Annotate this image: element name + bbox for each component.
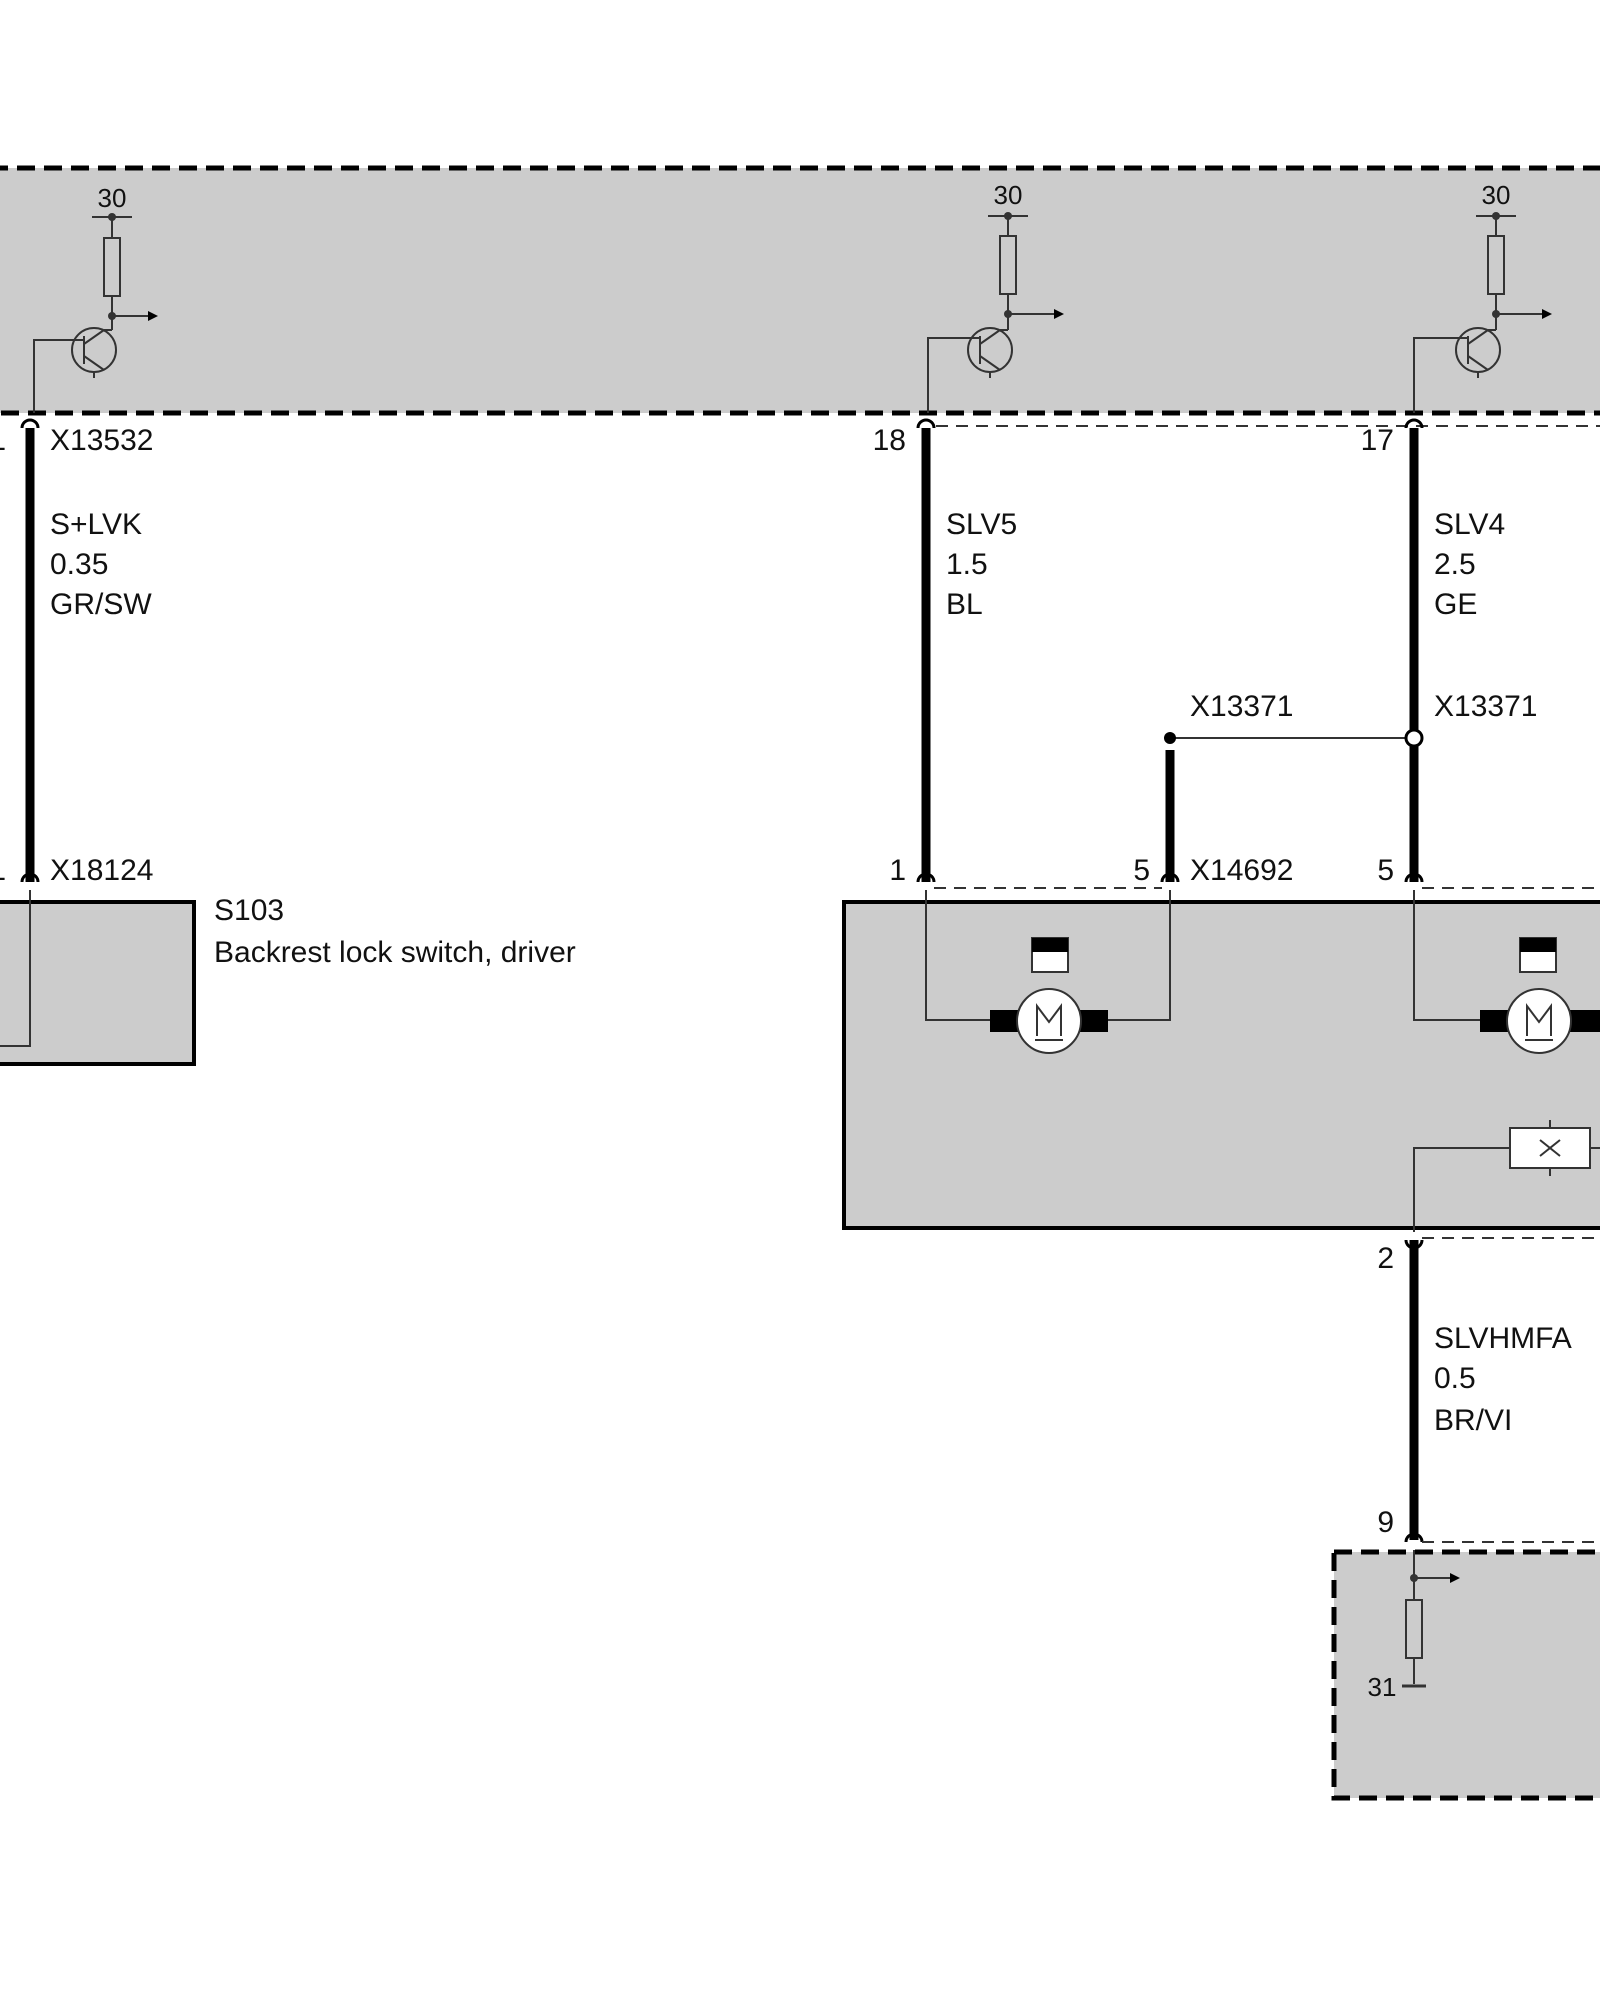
driver-stage-right: 30 <box>1413 180 1552 413</box>
splice-left-dot <box>1164 732 1176 744</box>
terminal-30-label: 30 <box>1482 180 1511 210</box>
hall-sensor-icon <box>1413 1120 1600 1232</box>
wire-bottom-color: BR/VI <box>1434 1404 1512 1437</box>
pin-motor-out: 2 <box>1377 1242 1394 1275</box>
pin-top-left: 1 <box>0 424 6 457</box>
connector-switch: X18124 <box>50 854 153 887</box>
pin-top-middle: 18 <box>873 424 906 457</box>
wire-bottom-name: SLVHMFA <box>1434 1322 1572 1355</box>
terminal-31-label: 31 <box>1368 1672 1397 1702</box>
wire-middle-name: SLV5 <box>946 508 1017 541</box>
terminal-30-label: 30 <box>98 183 127 213</box>
motor-icon <box>1016 988 1082 1054</box>
position-sensor-icon <box>1031 937 1069 973</box>
motor-right <box>1413 890 1600 1054</box>
transistor-icon <box>967 327 1013 378</box>
wire-left-gauge: 0.35 <box>50 548 108 581</box>
motor-icon <box>1506 988 1572 1054</box>
pin-motor-a: 1 <box>889 854 906 887</box>
control-module-box <box>0 165 1600 416</box>
wire-right-name: SLV4 <box>1434 508 1505 541</box>
splice-right-dot <box>1404 728 1424 748</box>
pin-lower-module: 9 <box>1377 1506 1394 1539</box>
pin-motor-c: 5 <box>1377 854 1394 887</box>
switch-box <box>0 900 196 1066</box>
lower-module-box <box>1331 1549 1600 1801</box>
wire-left-color: GR/SW <box>50 588 152 621</box>
wire-left-name: S+LVK <box>50 508 142 541</box>
wire-right-gauge: 2.5 <box>1434 548 1476 581</box>
transistor-icon <box>1455 327 1501 378</box>
pin-top-right: 17 <box>1361 424 1394 457</box>
driver-stage-left: 30 <box>33 183 158 413</box>
connector-splice-right: X13371 <box>1434 690 1537 723</box>
wire-middle-gauge: 1.5 <box>946 548 988 581</box>
switch-description: Backrest lock switch, driver <box>214 936 576 969</box>
wire-bottom-gauge: 0.5 <box>1434 1362 1476 1395</box>
connector-top-left: X13532 <box>50 424 153 457</box>
wire-middle-color: BL <box>946 588 983 621</box>
terminal-30-label: 30 <box>994 180 1023 210</box>
pin-motor-b: 5 <box>1133 854 1150 887</box>
switch-code: S103 <box>214 894 284 927</box>
connector-motor-unit: X14692 <box>1190 854 1293 887</box>
lower-module-input: 31 <box>1368 1550 1460 1702</box>
driver-stage-middle: 30 <box>927 180 1064 413</box>
motor-unit-box <box>842 900 1600 1230</box>
connector-splice-left: X13371 <box>1190 690 1293 723</box>
pin-switch: 1 <box>0 854 6 887</box>
position-sensor-icon <box>1519 937 1557 973</box>
wire-right-color: GE <box>1434 588 1477 621</box>
motor-left <box>925 890 1171 1054</box>
